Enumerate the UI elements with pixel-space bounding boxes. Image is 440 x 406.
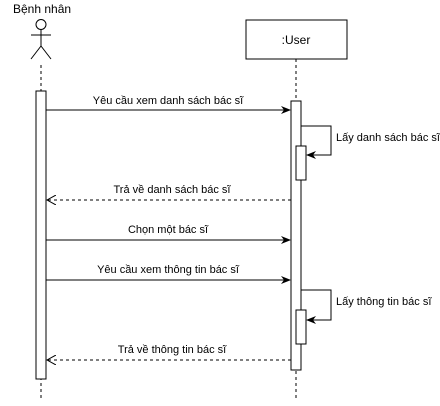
participant-activation-bar <box>290 100 302 371</box>
message-label: Chọn một bác sĩ <box>127 224 209 236</box>
return-label: Trả về danh sách bác sĩ <box>113 184 231 196</box>
actor-activation-bar <box>35 90 47 380</box>
participant-name: :User <box>281 33 311 47</box>
message-label: Yêu cầu xem thông tin bác sĩ <box>97 264 239 276</box>
nested-activation-bar <box>295 309 307 345</box>
nested-activation-bar <box>295 145 307 181</box>
message-label: Yêu cầu xem danh sách bác sĩ <box>92 95 244 107</box>
actor-name: Bệnh nhân <box>13 2 72 16</box>
stick-figure-icon <box>30 19 52 60</box>
self-call-arrow <box>301 125 332 159</box>
self-call-label: Lấy thông tin bác sĩ <box>336 296 432 308</box>
self-call-arrow <box>301 289 332 324</box>
self-call-label: Lấy danh sách bác sĩ <box>336 132 440 144</box>
return-label: Trả về thông tin bác sĩ <box>117 344 227 356</box>
participant-box <box>245 19 348 60</box>
